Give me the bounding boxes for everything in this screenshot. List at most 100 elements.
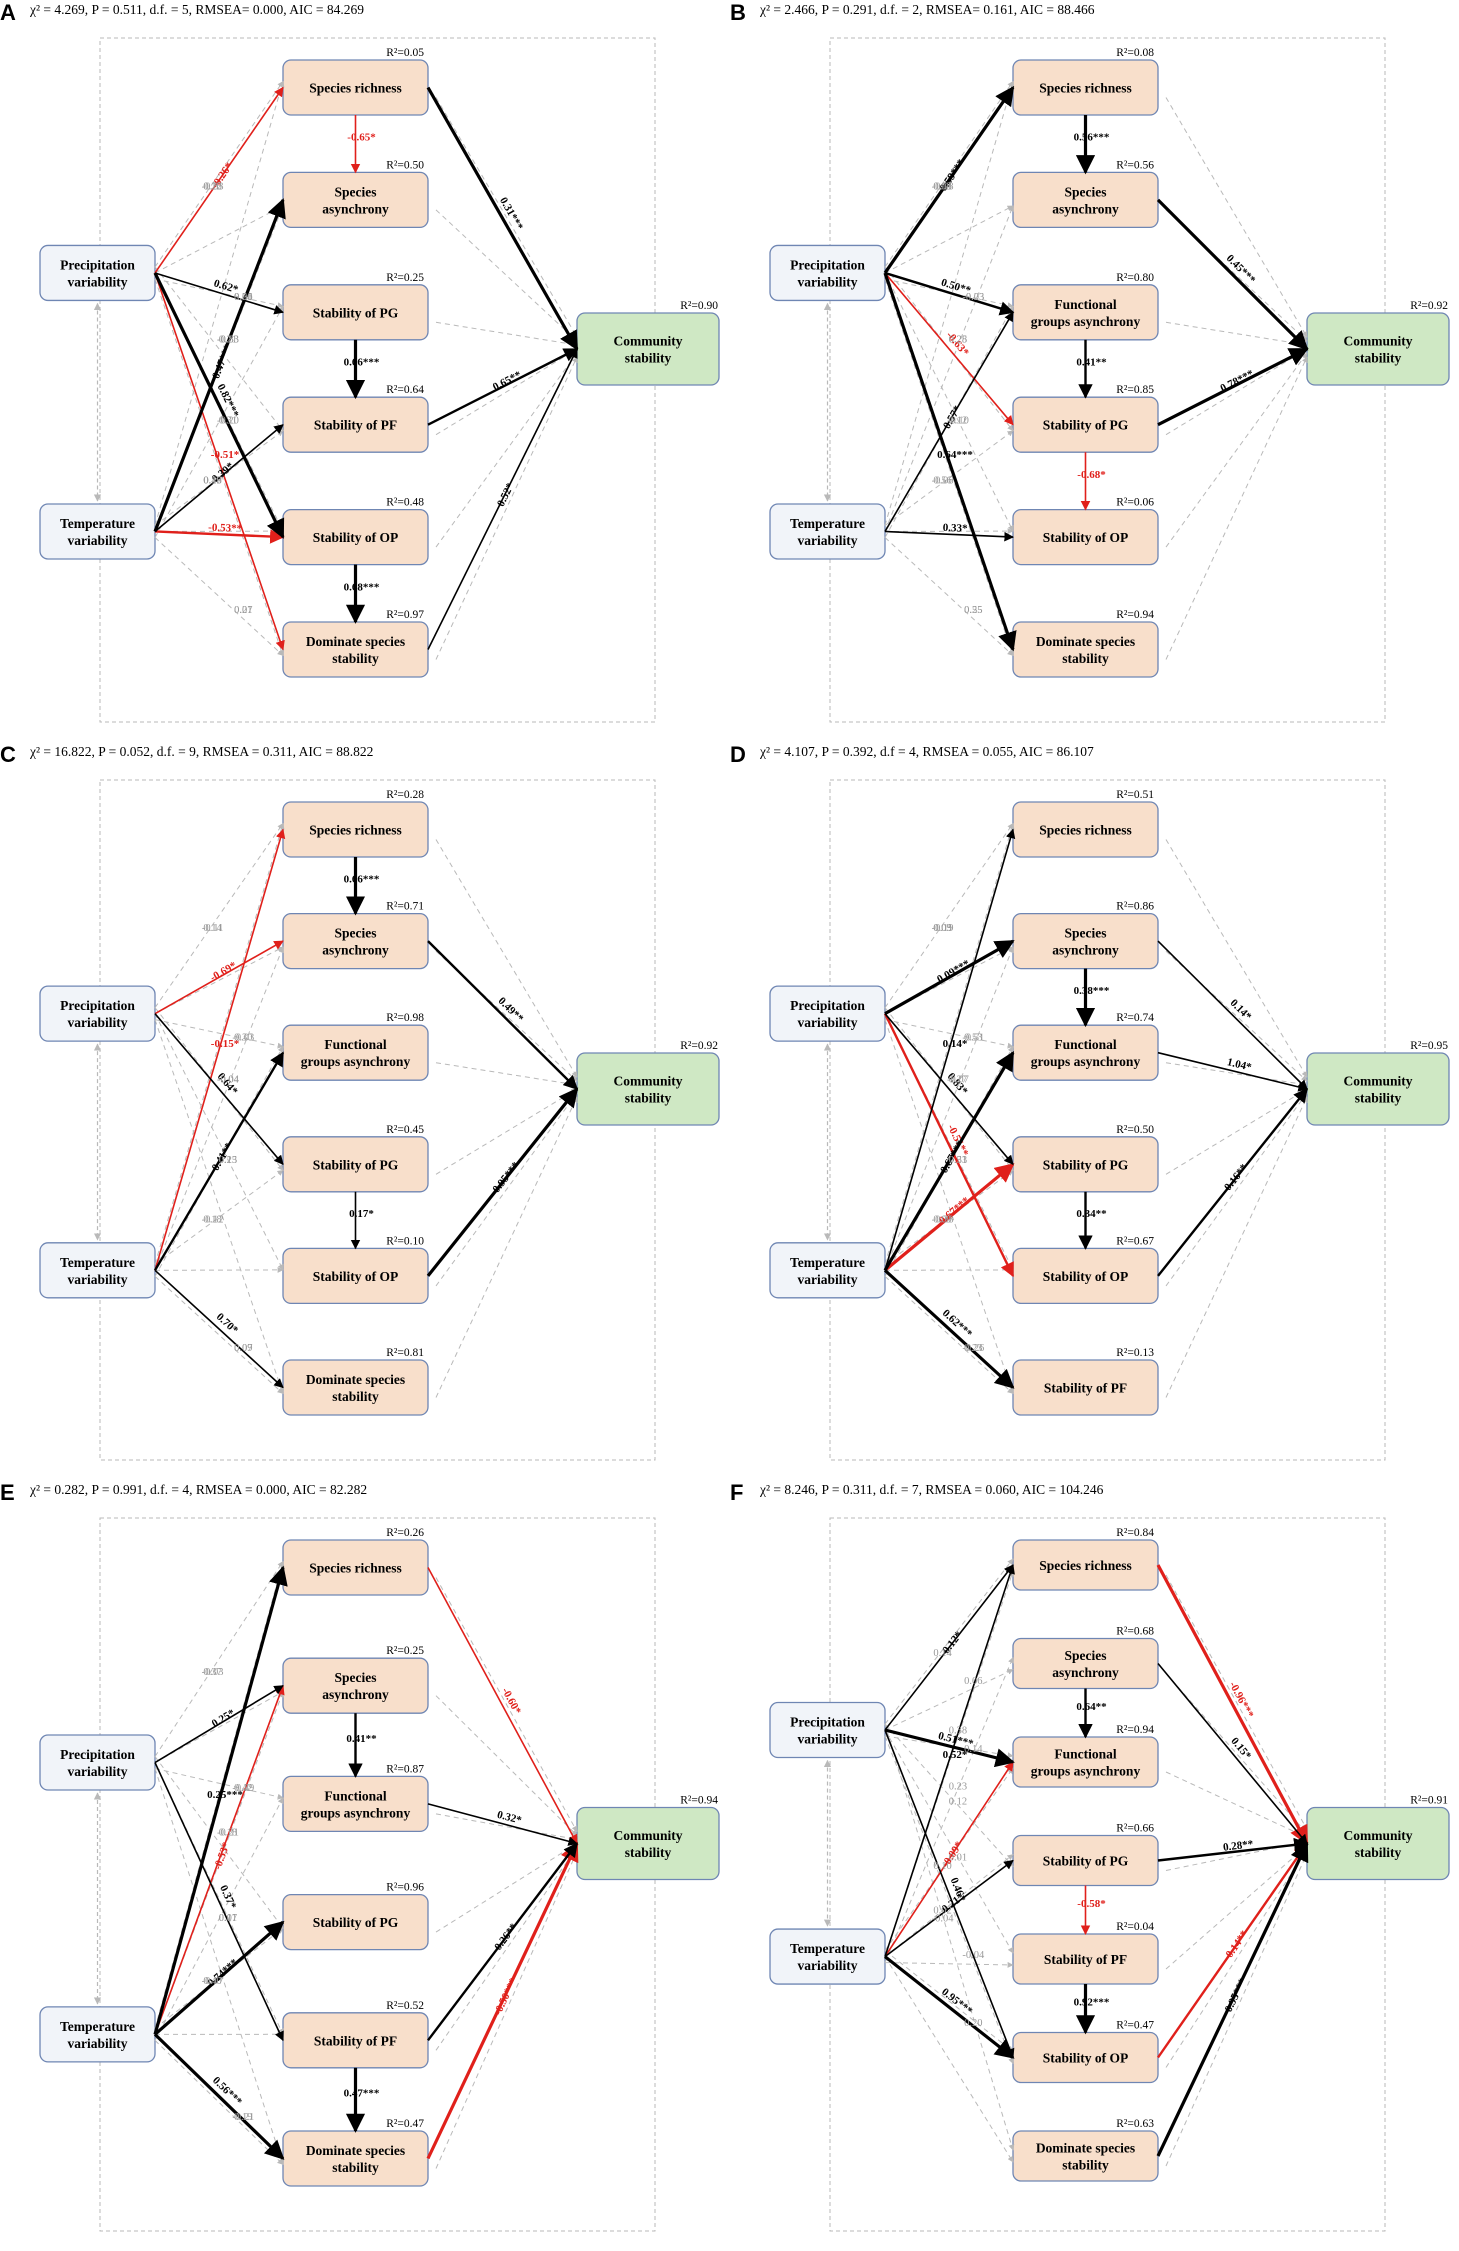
- nonsig-path: [1165, 321, 1308, 348]
- nonsig-coefficient: 0.10: [933, 1861, 951, 1872]
- nonsig-coefficient: -0.26: [962, 1343, 984, 1354]
- positive-path: [883, 1051, 1015, 1272]
- nonsig-path: [884, 1656, 1014, 1963]
- nonsig-coefficient: 0.20: [964, 2018, 982, 2029]
- nonsig-coefficient: -0.51: [962, 1033, 984, 1044]
- path-coefficient: 0.66***: [344, 873, 380, 885]
- nonsig-path: [154, 1275, 284, 1394]
- mediator-node: Stability of PG: [1012, 1834, 1159, 1887]
- positive-path: [884, 1728, 1015, 1768]
- mediator-node-label-line: asynchrony: [1052, 1665, 1119, 1680]
- positive-path: [153, 2033, 285, 2160]
- path-coefficient: 0.14*: [1228, 997, 1254, 1023]
- nonsig-path: [154, 1691, 284, 1763]
- positive-path: [153, 1565, 288, 2035]
- positive-path: [427, 348, 578, 650]
- nonsig-coefficient: 0.17: [219, 1913, 237, 1924]
- nonsig-path: [884, 1558, 1014, 1725]
- negative-path: [1157, 1842, 1308, 2059]
- community-stability-node-label-line: stability: [1355, 1091, 1402, 1106]
- nonsig-path: [154, 278, 285, 657]
- negative-path: [884, 272, 1014, 426]
- mediator-node-label-line: Species: [335, 184, 377, 199]
- nonsig-coefficient: 0.12: [949, 416, 967, 427]
- mediator-r2: R²=0.50: [386, 159, 424, 171]
- mediator-node: Stability of PG: [1012, 1136, 1159, 1193]
- mediator-node-label-line: Species richness: [1039, 1558, 1132, 1573]
- positive-path: [884, 271, 1015, 316]
- nonsig-coefficient: 0.23: [964, 1343, 982, 1354]
- community-stability-node-label-line: Community: [1343, 1828, 1412, 1843]
- nonsig-coefficient: 0.03: [933, 182, 951, 193]
- mediator-node-label-line: stability: [332, 2160, 379, 2175]
- path-coefficient: 0.41**: [346, 1733, 377, 1745]
- nonsig-coefficient: 0.31: [219, 416, 237, 427]
- outer-path-frame: [99, 1517, 656, 2232]
- community-stability-node-label-line: Community: [613, 334, 682, 349]
- precipitation-variability-node-label-line: variability: [798, 1732, 858, 1747]
- nonsig-coefficient: -0.10: [947, 416, 969, 427]
- mediator-r2: R²=0.50: [1116, 1124, 1154, 1136]
- path-coefficient: -0.60*: [499, 1686, 523, 1717]
- path-coefficient: 0.16**: [1222, 1162, 1251, 1194]
- negative-path: [154, 940, 284, 1015]
- nonsig-coefficient: -0.19: [932, 923, 954, 934]
- mediator-node: Stability of PF: [282, 396, 429, 453]
- nonsig-coefficient: 0.49: [203, 475, 221, 486]
- community-stability-node-label-line: stability: [625, 1845, 672, 1860]
- mediator-node-label-line: groups asynchrony: [301, 1805, 411, 1820]
- mediator-node-label-line: Dominate species: [1036, 634, 1135, 649]
- path-coefficient: 0.25***: [207, 1789, 243, 1801]
- mediator-node-label-line: Stability of PG: [313, 1915, 399, 1930]
- mediator-node-label-line: stability: [1062, 651, 1109, 666]
- positive-path: [1157, 1662, 1308, 1845]
- positive-path: [154, 1762, 284, 2042]
- nonsig-coefficient: -0.03: [962, 292, 984, 303]
- nonsig-coefficient: -0.08: [932, 182, 954, 193]
- path-coefficient: 0.28**: [1222, 1838, 1254, 1853]
- temperature-variability-node-label-line: Temperature: [790, 1255, 865, 1270]
- nonsig-path: [435, 1695, 578, 1836]
- nonsig-path: [884, 81, 1014, 268]
- mediator-node: Stability of OP: [1012, 2031, 1159, 2084]
- mediator-r2: R²=0.51: [1116, 789, 1154, 801]
- nonsig-coefficient: 0.42: [234, 1783, 252, 1794]
- nonsig-coefficient: -0.21: [232, 2112, 254, 2123]
- nonsig-path: [154, 823, 284, 1008]
- nonsig-path: [154, 946, 284, 1271]
- negative-path: [154, 1684, 285, 2035]
- positive-path: [883, 1269, 1015, 1389]
- path-coefficient: 0.14*: [943, 1038, 968, 1050]
- mediator-r2: R²=0.94: [1116, 609, 1154, 621]
- mediator-r2: R²=0.86: [1116, 901, 1154, 913]
- nonsig-coefficient: 0.18: [219, 1828, 237, 1839]
- nonsig-path: [435, 209, 578, 342]
- nonsig-path: [154, 205, 284, 274]
- mediator-node-label-line: Stability of PG: [313, 305, 399, 320]
- nonsig-coefficient: 0.27: [949, 1075, 967, 1086]
- nonsig-path: [884, 1961, 1014, 1968]
- temperature-variability-node-label-line: variability: [68, 1272, 128, 1287]
- mediator-node-label-line: groups asynchrony: [1031, 1054, 1141, 1069]
- path-coefficient: 0.64***: [937, 449, 973, 461]
- mediator-node: Functional groups asynchrony: [282, 1775, 429, 1833]
- negative-path: [884, 1761, 1014, 1958]
- nonsig-path: [435, 1847, 578, 2051]
- outcome-r2: R²=0.92: [1410, 300, 1448, 312]
- nonsig-path: [154, 946, 284, 1015]
- fit-statistics: χ² = 8.246, P = 0.311, d.f. = 7, RMSEA =…: [760, 1482, 1104, 1497]
- mediator-node-label-line: Dominate species: [306, 1372, 405, 1387]
- panel-letter: C: [0, 742, 16, 767]
- mediator-node-label-line: Functional: [324, 1788, 387, 1803]
- nonsig-coefficient: -0.23: [962, 292, 984, 303]
- nonsig-path: [1165, 1848, 1308, 2068]
